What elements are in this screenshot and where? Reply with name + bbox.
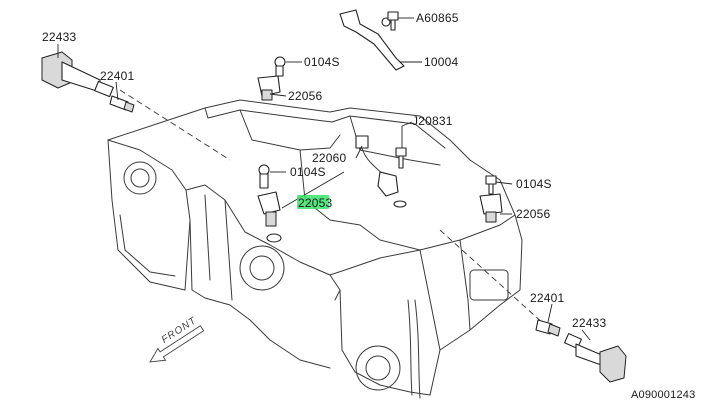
bolt-bracket (387, 11, 399, 31)
ignition-coil-top-left (41, 51, 114, 98)
clip (395, 147, 407, 169)
ignition-coil-bottom-right (564, 333, 627, 383)
label-sensor-top: 22056 (288, 89, 322, 103)
label-coil-top-left: 22433 (42, 30, 76, 44)
label-bolt-mid: 0104S (290, 165, 326, 179)
harness (355, 135, 407, 208)
leader-lines (57, 17, 591, 341)
label-bolt-bracket: A60865 (416, 11, 459, 25)
front-arrow: FRONT (149, 315, 205, 363)
bolt-top (274, 56, 286, 77)
label-sensor-right: 22056 (516, 207, 550, 221)
figure-code: A090001243 (631, 389, 695, 401)
label-coil-bottom-right: 22433 (572, 316, 606, 330)
spark-plug-bottom-right (535, 319, 561, 337)
cam-sensor-top (257, 75, 281, 101)
label-bolt-top: 0104S (304, 55, 340, 69)
part-labels: 22433 22401 0104S 22056 A60865 10004 J20… (42, 11, 695, 401)
crank-sensor (257, 191, 282, 243)
bracket (339, 9, 405, 71)
label-clip: J20831 (412, 114, 453, 128)
label-plug-bottom-right: 22401 (530, 291, 564, 305)
label-bracket: 10004 (424, 55, 458, 69)
spark-plug-top-left (109, 95, 135, 113)
bolt-right (485, 175, 497, 195)
engine-block (107, 89, 546, 399)
highlight-sensor-label (297, 195, 329, 209)
label-plug-top-left: 22401 (100, 69, 134, 83)
label-sensor-main: 22053 (298, 196, 332, 210)
label-harness: 22060 (312, 151, 346, 165)
cam-sensor-right (479, 193, 503, 223)
bolt-mid (258, 164, 270, 189)
label-bolt-right: 0104S (516, 177, 552, 191)
